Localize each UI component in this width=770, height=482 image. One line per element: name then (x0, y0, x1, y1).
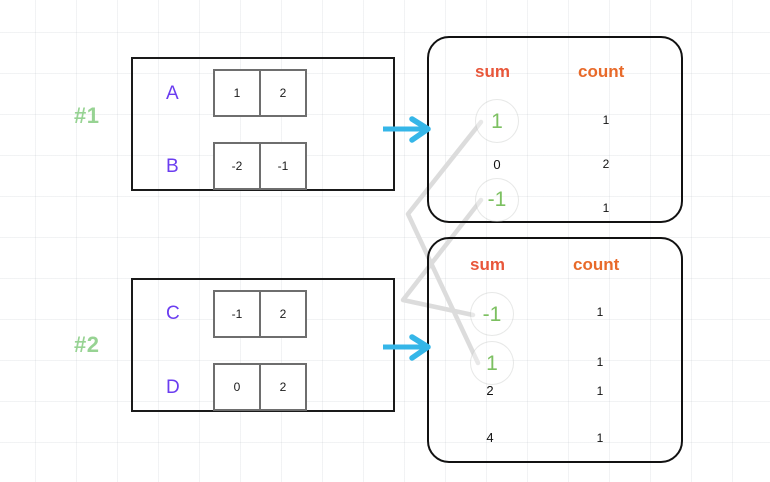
panel-1-header-count: count (578, 62, 625, 81)
cell-d-0: 0 (213, 363, 261, 411)
cell-b-0: -2 (213, 142, 261, 190)
cell-c-0: -1 (213, 290, 261, 338)
panel-2-header-count: count (573, 255, 620, 274)
cell-a-1: 2 (259, 69, 307, 117)
input-group-1 (131, 57, 395, 191)
highlight-circle-p1-r0 (475, 99, 519, 143)
arrow-head-2 (409, 334, 431, 361)
step-tag-2: #2 (74, 332, 100, 357)
row-cells-b: -2 -1 (213, 142, 307, 190)
step-tag-1: #1 (74, 103, 100, 128)
row-label-b: B (166, 156, 179, 177)
panel-1-sum-1: 0 (493, 157, 501, 172)
panel-2-sum-3: 4 (486, 430, 494, 445)
row-label-c: C (166, 303, 180, 324)
panel-1-sum-0: 1 (491, 110, 503, 133)
panel-2-sum-0: -1 (482, 303, 502, 326)
highlight-circle-p1-r2 (475, 178, 519, 222)
panel-2-sum-1: 1 (486, 352, 498, 375)
row-cells-c: -1 2 (213, 290, 307, 338)
row-cells-d: 0 2 (213, 363, 307, 411)
row-cells-a: 1 2 (213, 69, 307, 117)
highlight-circle-p2-r0 (470, 292, 514, 336)
result-panel-2 (427, 237, 683, 463)
cell-c-1: 2 (259, 290, 307, 338)
panel-1-count-0: 1 (602, 113, 610, 127)
arrow-head-1 (409, 116, 431, 143)
panel-1-count-2: 1 (602, 201, 610, 215)
cell-d-1: 2 (259, 363, 307, 411)
panel-2-count-2: 1 (596, 384, 604, 398)
panel-1-sum-2: -1 (487, 188, 507, 211)
panel-1-header-sum: sum (475, 62, 510, 81)
row-label-a: A (166, 83, 179, 104)
panel-2-count-3: 1 (596, 431, 604, 445)
cell-a-0: 1 (213, 69, 261, 117)
highlight-circle-p2-r1 (470, 341, 514, 385)
result-panel-1 (427, 36, 683, 223)
panel-2-sum-2: 2 (486, 383, 494, 398)
panel-2-count-0: 1 (596, 305, 604, 319)
panel-2-count-1: 1 (596, 355, 604, 369)
row-label-d: D (166, 377, 180, 398)
panel-2-header-sum: sum (470, 255, 505, 274)
panel-1-count-1: 2 (602, 157, 610, 171)
cell-b-1: -1 (259, 142, 307, 190)
